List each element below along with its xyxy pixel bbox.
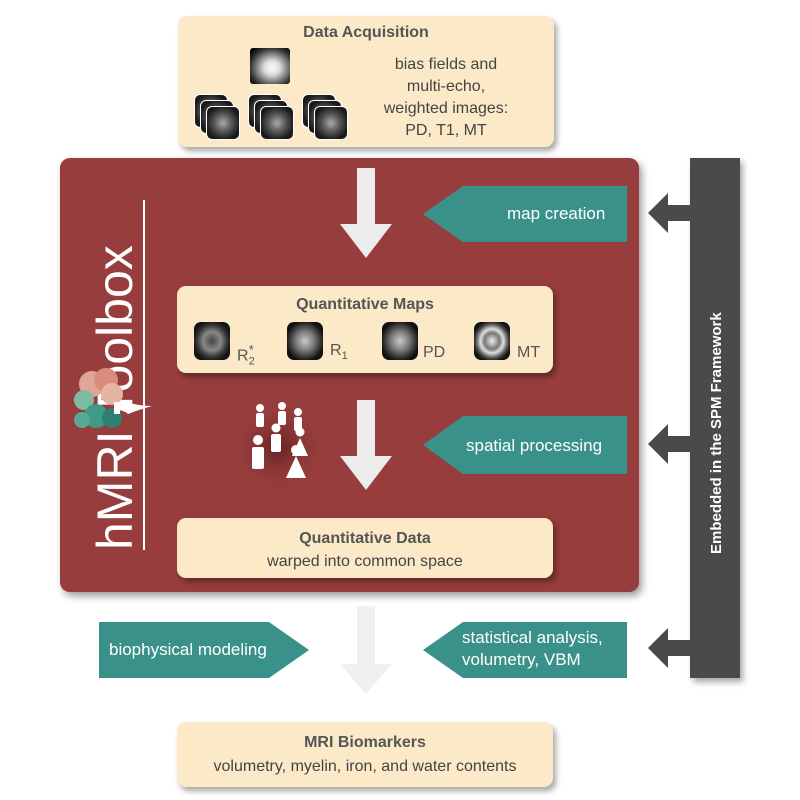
r2-star-map-image (194, 322, 230, 360)
quantitative-data-subtitle: warped into common space (267, 553, 463, 570)
bias-field-image (250, 48, 290, 84)
spm-arrow-spatial-processing (648, 424, 692, 464)
acquisition-line: PD, T1, MT (405, 122, 487, 139)
map-creation-label: map creation (507, 204, 606, 223)
mri-biomarkers-title: MRI Biomarkers (304, 734, 426, 751)
quantitative-data-box: Quantitative Data warped into common spa… (177, 518, 553, 578)
spm-arrow-statistical-analysis (648, 628, 692, 668)
spm-framework-label: Embedded in the SPM Framework (708, 312, 725, 554)
r2-star-label: R2* (237, 342, 260, 368)
data-acquisition-box: Data Acquisition bias fields and multi-e… (178, 16, 554, 147)
spatial-processing-label: spatial processing (466, 436, 603, 455)
acquisition-line: weighted images: (383, 100, 509, 117)
acquisition-line: multi-echo, (406, 78, 486, 95)
statistical-analysis-label: statistical analysis, volumetry, VBM (462, 627, 603, 671)
subjects-group-icon (228, 402, 328, 494)
statistical-line: volumetry, VBM (462, 650, 581, 669)
statistical-line: statistical analysis, (462, 628, 603, 647)
biophysical-modeling-label: biophysical modeling (109, 640, 267, 659)
mt-label: MT (517, 344, 541, 361)
quantitative-maps-box: Quantitative Maps R2* R1 PD MT (177, 286, 553, 373)
spm-framework-label-svg: Embedded in the SPM Framework (708, 312, 725, 554)
quantitative-maps-title: Quantitative Maps (296, 296, 434, 313)
r1-label: R1 (330, 342, 348, 362)
r1-letter: R (330, 342, 342, 359)
statistical-analysis-pointer-shape (423, 622, 627, 678)
pd-map-image (382, 322, 418, 360)
tree-icon (74, 368, 152, 428)
data-acquisition-title: Data Acquisition (303, 24, 429, 41)
r2-star: * (248, 342, 254, 357)
r2-subscript: 2 (248, 355, 255, 368)
mri-biomarkers-box: MRI Biomarkers volumetry, myelin, iron, … (177, 722, 553, 787)
flow-arrow-2 (340, 400, 392, 490)
pd-label: PD (423, 344, 446, 361)
mri-biomarkers-subtitle: volumetry, myelin, iron, and water conte… (213, 758, 517, 775)
quantitative-data-title: Quantitative Data (299, 530, 431, 547)
r1-map-image (287, 322, 323, 360)
biophysical-modeling-pointer-shape (99, 622, 309, 678)
spm-arrow-map-creation (648, 193, 692, 233)
r2-letter: R (237, 347, 249, 365)
spatial-processing-pointer-shape (423, 416, 627, 474)
spm-framework-bar (690, 158, 740, 678)
acquisition-line: bias fields and (394, 56, 498, 73)
flow-arrow-1 (340, 168, 392, 258)
acquisition-description: bias fields and multi-echo, weighted ima… (366, 54, 526, 142)
mt-map-image (474, 322, 510, 360)
map-creation-pointer-shape (423, 186, 627, 242)
flow-arrow-3 (340, 606, 392, 694)
r1-subscript: 1 (341, 350, 348, 363)
